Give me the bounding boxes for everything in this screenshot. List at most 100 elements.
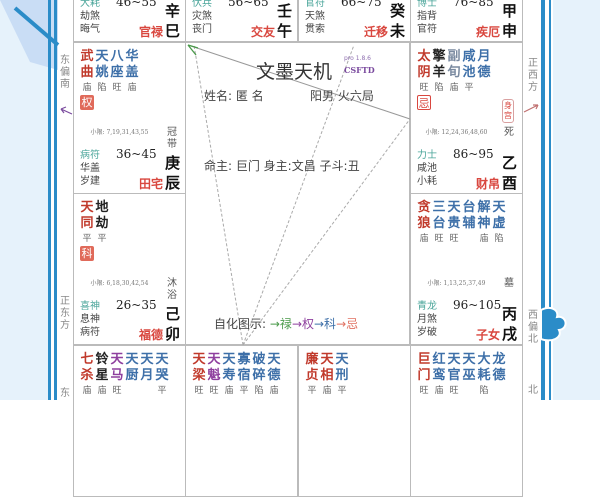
- sanfang-lines: [187, 44, 411, 346]
- star-brightness: 旺: [112, 83, 122, 93]
- star: 天厨: [125, 352, 139, 398]
- star-list: 天梁旺天魁旺天寿庙寡宿平破碎陷天德庙: [192, 352, 281, 398]
- star-brightness: 庙: [419, 234, 429, 244]
- star-name: 七杀: [80, 352, 94, 383]
- star-brightness: 平: [239, 386, 249, 396]
- star-brightness: 庙: [224, 386, 234, 396]
- palace-name: 财帛: [475, 177, 500, 191]
- star: 天巫: [462, 352, 476, 398]
- cloud-decoration: [541, 307, 567, 342]
- star-name: 天马: [110, 352, 124, 383]
- right-frame-bar: [541, 0, 545, 400]
- star-name: 天德: [267, 352, 281, 383]
- gods-list: 喜神息神病符: [80, 300, 100, 339]
- star-name: 天相: [320, 352, 334, 383]
- star: 地劫平: [95, 200, 109, 246]
- stem-branch: 癸未: [390, 2, 406, 40]
- stem-branch: 辛巳: [165, 2, 181, 40]
- star: 太阴旺: [417, 49, 431, 95]
- god-label: 病符: [80, 150, 100, 161]
- star-brightness: 平: [97, 234, 107, 244]
- star: 月德: [477, 49, 491, 95]
- god-label: 青龙: [417, 301, 437, 312]
- star-brightness: 旺: [209, 386, 219, 396]
- palace-cell[interactable]: 巨门旺红鸾庙天官旺天巫大耗陷龙德: [410, 345, 523, 497]
- decade-range: 76~85: [453, 0, 494, 9]
- star: 台辅: [462, 200, 476, 246]
- star-name: 太阴: [417, 49, 431, 80]
- gods-list: 病符华盖岁建: [80, 149, 100, 188]
- star-brightness: 旺: [419, 83, 429, 93]
- palace-name: 官禄: [138, 25, 163, 39]
- star-brightness: 平: [337, 386, 347, 396]
- gender-ju-field: 阳男 火六局: [310, 89, 374, 103]
- xiaoxian-label: 小限: 12,24,36,48,60: [425, 129, 488, 136]
- star-name: 天厨: [125, 352, 139, 383]
- star-name: 巨门: [417, 352, 431, 383]
- legend-item: →科: [314, 317, 337, 331]
- star: 天马旺: [110, 352, 124, 398]
- palace-name: 迁移: [363, 25, 388, 39]
- version-label: pro 1.8.6: [344, 55, 371, 62]
- star-name: 武曲: [80, 49, 94, 80]
- name-field: 姓名: 匿 名: [204, 89, 264, 103]
- star-name: 廉贞: [305, 352, 319, 383]
- left-frame-bar: [54, 0, 57, 400]
- xiaoxian-label: 小限: 1,13,25,37,49: [427, 280, 486, 287]
- star-list: 七杀庙铃星庙天马旺天厨天月天哭平: [80, 352, 169, 398]
- star-name: 红鸾: [432, 352, 446, 383]
- star-brightness: 旺: [194, 386, 204, 396]
- star-name: 天刑: [335, 352, 349, 383]
- star-name: 天寿: [222, 352, 236, 383]
- god-label: 晦气: [80, 24, 100, 35]
- star-brightness: 陷: [434, 83, 444, 93]
- star-brightness: 庙: [269, 386, 279, 396]
- star-name: 天贵: [447, 200, 461, 231]
- star: 三台旺: [432, 200, 446, 246]
- shen-gong-badge: 身宫: [502, 99, 514, 123]
- star-name: 擎羊: [432, 49, 446, 80]
- stem-branch: 壬午: [277, 2, 293, 40]
- star: 天寿庙: [222, 352, 236, 398]
- star-name: 华盖: [125, 49, 139, 80]
- palace-cell[interactable]: 天梁旺天魁旺天寿庙寡宿平破碎陷天德庙: [185, 345, 298, 497]
- star-name: 月德: [477, 49, 491, 80]
- star: 寡宿平: [237, 352, 251, 398]
- star-name: 三台: [432, 200, 446, 231]
- decade-range: 96~105: [453, 298, 502, 312]
- god-label: 指背: [417, 11, 437, 22]
- star: 天相庙: [320, 352, 334, 398]
- changsheng-label: 墓: [504, 278, 514, 289]
- star-brightness: 庙: [97, 386, 107, 396]
- star-list: 巨门旺红鸾庙天官旺天巫大耗陷龙德: [417, 352, 506, 398]
- god-label: 力士: [417, 150, 437, 161]
- legend-item: →忌: [336, 317, 359, 331]
- arrow-icon: [60, 106, 73, 115]
- hua-badge: 忌: [417, 95, 431, 110]
- palace-cell[interactable]: 廉贞平天相庙天刑平: [298, 345, 411, 497]
- palace-cell[interactable]: 七杀庙铃星庙天马旺天厨天月天哭平: [73, 345, 186, 497]
- god-label: 丧门: [192, 24, 212, 35]
- star-brightness: 平: [157, 386, 167, 396]
- star-brightness: 庙: [434, 386, 444, 396]
- star-name: 天巫: [462, 352, 476, 383]
- star-brightness: 旺: [434, 234, 444, 244]
- self-hua-legend: 自化图示: →禄→权→科→忌: [214, 315, 358, 332]
- star-brightness: 旺: [112, 386, 122, 396]
- palace-name: 子女: [475, 328, 500, 342]
- star: 大耗陷: [477, 352, 491, 398]
- gods-list: 官符天煞贯索: [305, 0, 325, 36]
- arrow-icon: [523, 104, 539, 113]
- app-title: 文墨天机: [256, 61, 333, 83]
- star: 天官旺: [447, 352, 461, 398]
- star-brightness: 平: [82, 234, 92, 244]
- star-brightness: 陷: [494, 234, 504, 244]
